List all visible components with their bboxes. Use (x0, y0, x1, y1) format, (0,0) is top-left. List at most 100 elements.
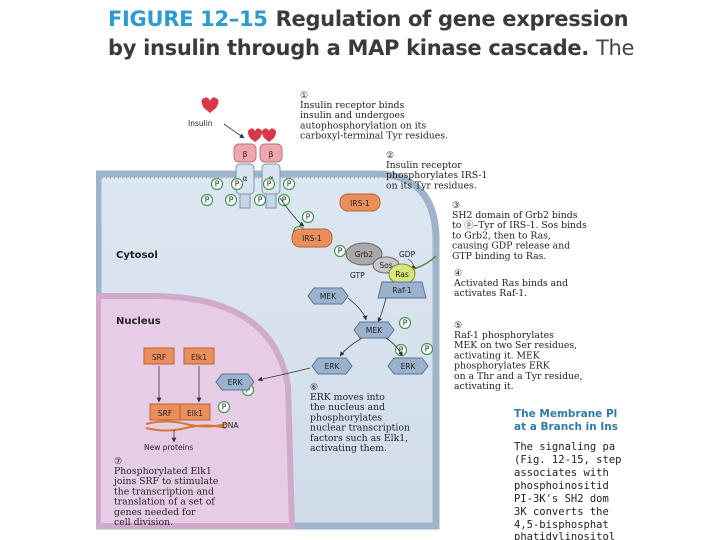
step-text-line: causing GDP release and (452, 241, 570, 252)
elk1-label: Elk1 (187, 409, 203, 418)
mek-inactive: MEK (307, 287, 349, 305)
step-number: ⑥ (310, 383, 318, 393)
step-text-line: factors such as Elk1, (310, 433, 408, 444)
phosphate-label: P (403, 319, 408, 328)
step-text-line: to Grb2, then to Ras, (452, 230, 551, 241)
irs1-label: IRS-1 (302, 234, 322, 243)
sidebar-heading-line: at a Branch in Ins (514, 421, 618, 433)
sidebar-text: The Membrane Pl at a Branch in Ins The s… (514, 408, 621, 540)
phosphate-icon (301, 210, 315, 224)
grb2-label: Grb2 (355, 250, 374, 259)
erk-inactive: ERK (387, 357, 429, 375)
figure-title-line-2: by insulin through a MAP kinase cascade.… (108, 36, 634, 60)
mek-label: MEK (320, 292, 337, 301)
phosphate-label: P (425, 345, 430, 354)
gdp-label: GDP (399, 250, 416, 259)
receptor-beta-label: β (243, 150, 248, 159)
phosphate-label: P (205, 196, 210, 205)
step-text-line: autophosphorylation on its (300, 120, 426, 131)
nucleus-label: Nucleus (116, 316, 161, 327)
phosphate-label: P (399, 346, 404, 355)
raf1-label: Raf-1 (392, 286, 412, 295)
erk-nuclear: ERK (215, 373, 255, 391)
sidebar-body-line: (Fig. 12-15, step (514, 454, 621, 466)
receptor-beta-label: β (269, 150, 274, 159)
step-text-line: phosphorylates IRS-1 (386, 170, 487, 181)
irs1-phosphorylated: IRS-1 (291, 228, 333, 248)
step-text-line: Activated Ras binds and (453, 278, 568, 289)
figure-title-text-2: by insulin through a MAP kinase cascade. (108, 36, 589, 60)
new-proteins-label: New proteins (144, 443, 193, 452)
erk-label: ERK (401, 362, 417, 371)
phosphate-icon (230, 177, 244, 191)
step-number: ① (300, 91, 308, 101)
phosphate-icon (333, 244, 347, 258)
figure-title-tail: The (595, 36, 635, 60)
step-text-line: Insulin receptor (386, 160, 462, 171)
figure-title-text-1: Regulation of gene expression (275, 7, 629, 31)
srf-factor: SRF (143, 347, 175, 365)
step-number: ⑤ (454, 321, 462, 331)
step-text-line: activating them. (310, 443, 387, 454)
phosphate-label: P (306, 213, 311, 222)
sidebar-body-line: PI-3K's SH2 dom (514, 493, 609, 505)
phosphate-label: P (215, 180, 220, 189)
elk1-factor: Elk1 (183, 347, 215, 365)
elk1-label: Elk1 (191, 353, 207, 362)
step-text-line: cell division. (114, 517, 173, 528)
step-text-line: on its Tyr residues. (386, 180, 477, 191)
step-text-line: phosphorylates ERK (454, 361, 551, 372)
step-text-line: genes needed for (114, 507, 196, 518)
phosphate-icon (210, 177, 224, 191)
bound-insulin-icon (262, 128, 276, 142)
phosphate-icon (277, 193, 291, 207)
sidebar-body-line: 4,5-bisphosphat (514, 519, 609, 531)
phosphate-icon (217, 400, 231, 414)
phosphate-icon (282, 177, 296, 191)
sidebar-body-line: 3K converts the (514, 506, 609, 518)
step-text-line: Phosphorylated Elk1 (114, 466, 212, 477)
step-text-line: the transcription and (114, 486, 214, 497)
step-number: ③ (452, 201, 460, 211)
bound-insulin-icon (248, 128, 262, 142)
step-number: ⑦ (114, 457, 122, 467)
irs1-label: IRS-1 (350, 199, 370, 208)
phosphate-label: P (222, 403, 227, 412)
step-text-line: the nucleus and (310, 402, 385, 413)
step-number: ④ (454, 269, 462, 279)
phosphate-label: P (338, 247, 343, 256)
phosphate-label: P (229, 196, 234, 205)
phosphate-label: P (258, 196, 263, 205)
step-number: ② (386, 151, 394, 161)
insulin-molecule-icon (201, 97, 219, 113)
phosphate-label: P (267, 180, 272, 189)
ras-label: Ras (395, 270, 409, 279)
gtp-label: GTP (350, 271, 365, 280)
phosphate-icon (420, 342, 434, 356)
step-text-line: activating it. MEK (454, 350, 541, 361)
srf-elk1-complex: SRF Elk1 (149, 403, 211, 421)
ras-protein: Ras (388, 263, 416, 285)
sos-label: Sos (379, 261, 392, 270)
step-text-line: Insulin receptor binds (300, 100, 405, 111)
figure-label: FIGURE 12–15 (108, 7, 268, 31)
srf-label: SRF (152, 353, 166, 362)
phosphate-icon (200, 193, 214, 207)
sidebar-body-line: associates with (514, 467, 609, 479)
mek-label: MEK (366, 326, 383, 335)
receptor-alpha-label: α (243, 174, 248, 183)
step-text-line: Raf-1 phosphorylates (454, 330, 554, 341)
dna-label: DNA (222, 421, 239, 430)
sidebar-body-line: The signaling pa (514, 441, 615, 453)
step-text-line: joins SRF to stimulate (113, 476, 219, 487)
step-text-line: nuclear transcription (310, 423, 410, 434)
